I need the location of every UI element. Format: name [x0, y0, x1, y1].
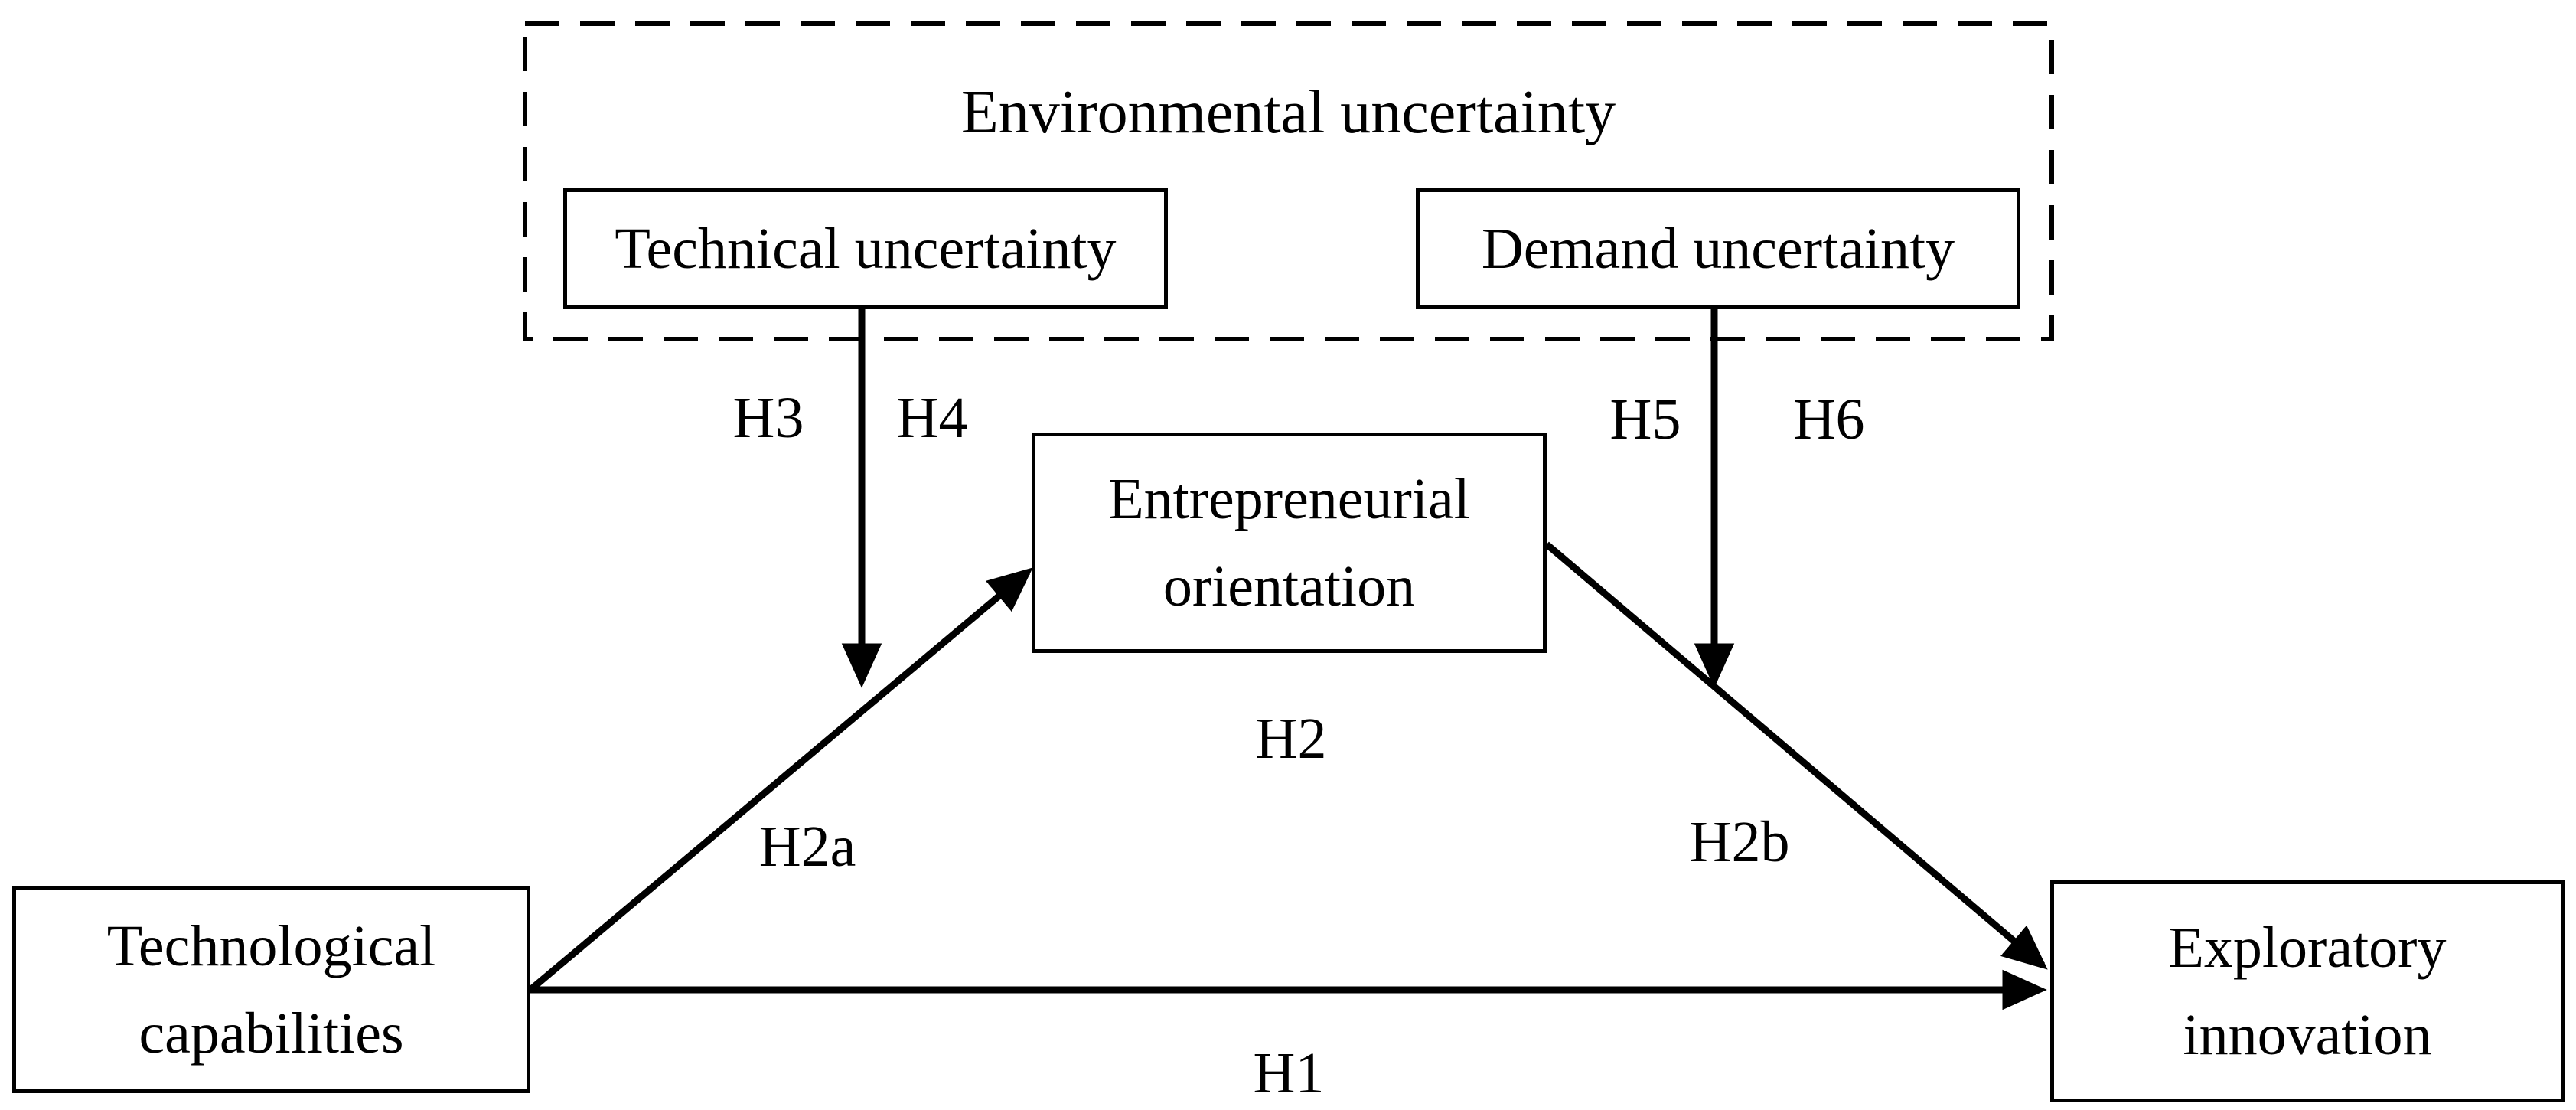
hypothesis-label-h1: H1 — [1253, 1041, 1325, 1105]
arrow-h2b-orientation-to-innovation — [1544, 541, 2048, 970]
exploratory-innovation-label-line2: innovation — [2183, 1003, 2432, 1067]
hypothesis-label-h5: H5 — [1609, 387, 1681, 452]
technical-uncertainty-label: Technical uncertainty — [615, 217, 1117, 281]
exploratory-innovation-label-line1: Exploratory — [2168, 916, 2447, 980]
hypothesis-label-h2b: H2b — [1689, 810, 1790, 874]
entrepreneurial-orientation-label-line2: orientation — [1162, 554, 1416, 619]
hypothesis-label-h4: H4 — [896, 386, 968, 450]
environmental-uncertainty-label: Environmental uncertainty — [960, 79, 1616, 146]
technological-capabilities-box: Technological capabilities — [12, 886, 530, 1093]
demand-uncertainty-label: Demand uncertainty — [1481, 217, 1955, 281]
arrow-h2a-capabilities-to-orientation — [528, 567, 1033, 993]
demand-uncertainty-box: Demand uncertainty — [1416, 188, 2020, 309]
exploratory-innovation-box: Exploratory innovation — [2050, 880, 2565, 1102]
entrepreneurial-orientation-label-line1: Entrepreneurial — [1108, 467, 1470, 531]
entrepreneurial-orientation-box: Entrepreneurial orientation — [1032, 433, 1547, 653]
hypothesis-label-h3: H3 — [732, 386, 804, 450]
hypothesis-label-h2a: H2a — [758, 815, 856, 879]
technological-capabilities-label-line1: Technological — [106, 914, 436, 978]
hypothesis-label-h2: H2 — [1255, 707, 1327, 771]
technical-uncertainty-box: Technical uncertainty — [563, 188, 1168, 309]
hypothesis-label-h6: H6 — [1793, 387, 1865, 452]
technological-capabilities-label-line2: capabilities — [139, 1001, 404, 1066]
